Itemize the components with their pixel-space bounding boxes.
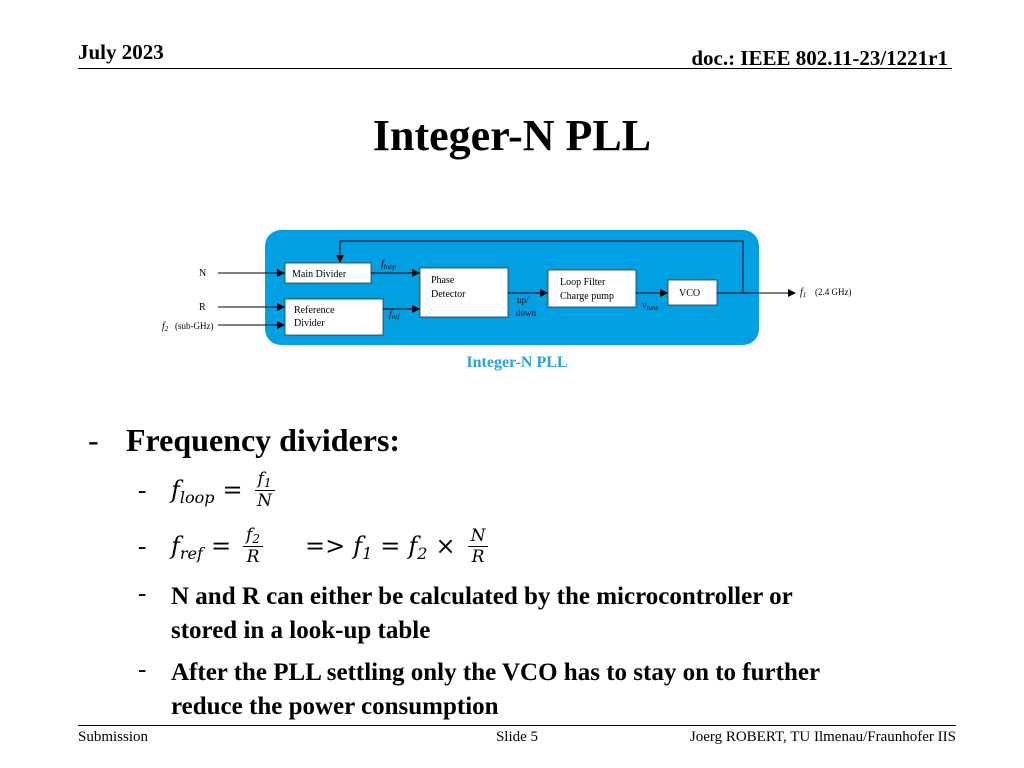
wire-feedback	[336, 240, 744, 293]
footer-author: Joerg ROBERT, TU Ilmenau/Fraunhofer IIS	[689, 729, 956, 745]
reference-divider-label-1: Reference	[294, 305, 335, 316]
reference-divider-box	[284, 298, 384, 336]
header-doc-id: doc.: IEEE 802.11-23/1221r1	[691, 46, 948, 70]
updown-label-1: up/	[517, 295, 529, 305]
vco-label: VCO	[679, 288, 700, 299]
pll-background	[265, 230, 759, 345]
loop-filter-box	[547, 269, 637, 308]
bullet-settling: - After the PLL settling only the VCO ha…	[138, 656, 968, 724]
heading-text: Frequency dividers:	[126, 422, 401, 458]
vco-box	[667, 279, 718, 306]
bullet-heading: - Frequency dividers:	[88, 422, 968, 462]
header-rule	[78, 68, 952, 69]
loop-filter-label-1: Loop Filter	[560, 277, 606, 288]
output-f1-label: f1	[800, 287, 806, 299]
fraction-n-over-r: N R	[467, 526, 489, 567]
footer-slide-number: Slide 5	[495, 729, 539, 745]
phase-detector-box	[419, 267, 509, 318]
floop-label: floop	[381, 259, 397, 271]
fraction-f1-over-n: f1 N	[254, 469, 275, 511]
footer-submission: Submission	[78, 729, 149, 745]
reference-divider-label-2: Divider	[294, 318, 325, 329]
diagram-caption: Integer-N PLL	[466, 354, 568, 371]
fraction-f2-over-r: f2 R	[243, 525, 263, 567]
loop-filter-label-2: Charge pump	[560, 291, 614, 302]
bullet-lookup: - N and R can either be calculated by th…	[138, 580, 968, 648]
footer-rule	[78, 725, 956, 726]
main-divider-label: Main Divider	[292, 269, 347, 280]
updown-label-2: down	[516, 308, 536, 318]
bullet-dash: -	[138, 656, 147, 683]
settling-text-line2: reduce the power consumption	[171, 693, 499, 720]
fref-label: fref	[389, 309, 400, 321]
bullet-dash: -	[138, 477, 147, 504]
output-note: (2.4 GHz)	[815, 287, 852, 297]
bullet-dash: -	[88, 422, 99, 458]
header-date: July 2023	[78, 40, 164, 64]
bullet-dash: -	[138, 533, 147, 560]
lookup-text-line1: N and R can either be calculated by the …	[171, 583, 793, 610]
bullet-dash: -	[138, 580, 147, 607]
input-n-label: N	[199, 268, 206, 279]
vtune-label: vtune	[642, 300, 659, 312]
pll-block-diagram: Main Divider Reference Divider Phase Det…	[162, 230, 852, 345]
slide-title: Integer-N PLL	[372, 111, 652, 160]
lookup-text-line2: stored in a look-up table	[171, 617, 431, 644]
input-f2-label: f2	[162, 321, 169, 333]
input-r-label: R	[199, 302, 206, 313]
phase-detector-label-2: Detector	[431, 289, 466, 300]
phase-detector-label-1: Phase	[431, 275, 455, 286]
settling-text-line1: After the PLL settling only the VCO has …	[171, 659, 821, 686]
input-f2-note: (sub-GHz)	[175, 321, 214, 331]
